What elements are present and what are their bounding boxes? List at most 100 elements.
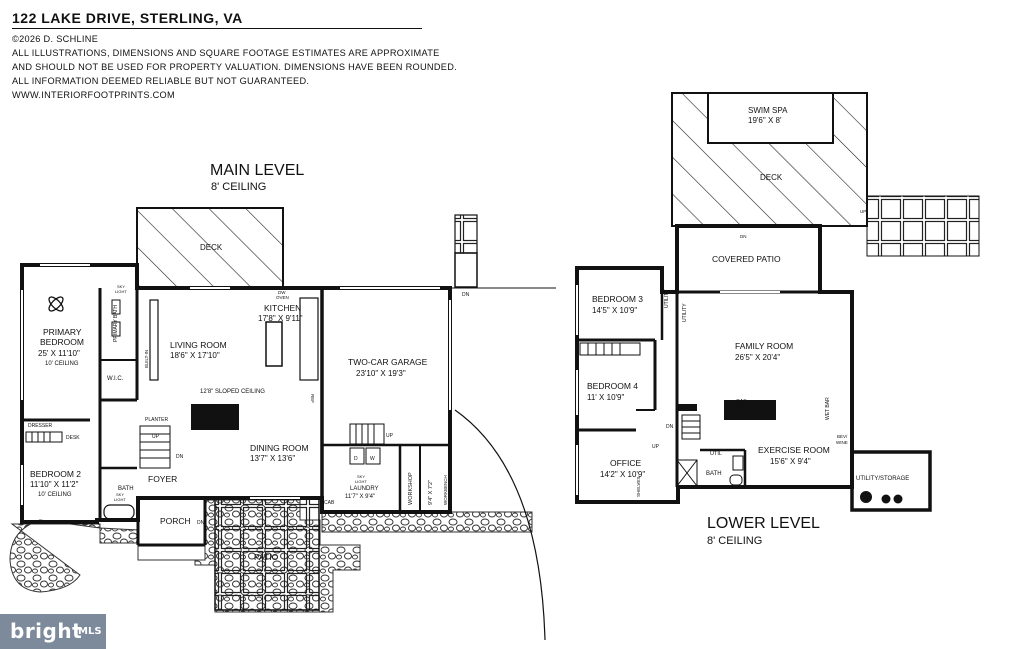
deck-stair-up: UP <box>860 209 866 214</box>
main-patio <box>214 497 320 611</box>
garage-name: TWO-CAR GARAGE <box>348 357 428 367</box>
oven-label: OVEN <box>276 295 289 300</box>
covered-patio-label: COVERED PATIO <box>712 254 781 264</box>
primary-skylight-2: LIGHT <box>115 289 127 294</box>
bedroom-3-dims: 14'5" X 10'9" <box>592 306 637 315</box>
lower-bath-label: BATH <box>706 471 722 477</box>
workbench-label: WORKBENCH <box>443 475 448 505</box>
bedroom-3-name: BEDROOM 3 <box>592 294 643 304</box>
builtin-label: BUILT-IN <box>144 350 149 368</box>
workshop-dims: 9'4" X 7'2" <box>428 480 434 505</box>
lower-stair-up: UP <box>652 444 660 450</box>
main-gas-fireplace <box>191 404 239 430</box>
porch-label: PORCH <box>160 516 191 526</box>
family-utility-label: UTILITY <box>682 303 688 322</box>
lower-level-plan <box>575 92 980 512</box>
bedroom-utility-label: UTILITY <box>664 289 670 308</box>
disclaimer-line-3: ALL INFORMATION DEEMED RELIABLE BUT NOT … <box>12 76 310 86</box>
bedroom-4-dims: 11' X 10'9" <box>587 393 624 402</box>
living-room-name: LIVING ROOM <box>170 340 227 350</box>
bright-mls-watermark: bright MLS <box>0 614 106 649</box>
main-level-labels: MAIN LEVEL 8' CEILING DECK KITCHEN 17'8"… <box>28 162 470 562</box>
family-room-dims: 26'5" X 20'4" <box>735 353 780 362</box>
bedroom-2-name: BEDROOM 2 <box>30 469 81 479</box>
primary-ceiling: 10' CEILING <box>45 361 79 367</box>
primary-name-2: BEDROOM <box>40 337 84 347</box>
disclaimer-line-1: ALL ILLUSTRATIONS, DIMENSIONS AND SQUARE… <box>12 48 440 58</box>
shelves-label: SHELVES <box>636 477 641 497</box>
lower-fp-gas: GAS <box>736 399 747 405</box>
bedroom-4-name: BEDROOM 4 <box>587 381 638 391</box>
swim-spa-dims: 19'6" X 8' <box>748 116 782 125</box>
swim-spa <box>707 92 834 144</box>
washer-label: W <box>370 456 375 462</box>
laundry-dims: 11'7" X 9'4" <box>345 494 375 500</box>
bedroom-2-ceiling: 10' CEILING <box>38 492 72 498</box>
office-dims: 14'2" X 10'9" <box>600 470 645 479</box>
dining-room-name: DINING ROOM <box>250 443 309 453</box>
workshop-name: WORKSHOP <box>408 472 414 505</box>
mls-suffix: MLS <box>78 626 102 637</box>
laundry-skylight-2: LIGHT <box>355 479 367 484</box>
ref-label: REF <box>310 394 315 403</box>
bedroom-2-dims: 11'10" X 11'2" <box>30 480 79 489</box>
header-rule <box>12 28 422 29</box>
family-room-name: FAMILY ROOM <box>735 341 793 351</box>
main-level-plan <box>9 207 556 641</box>
utility-storage-label: UTILITY/STORAGE <box>856 476 909 482</box>
lower-level-ceiling: 8' CEILING <box>707 535 762 547</box>
property-address: 122 LAKE DRIVE, STERLING, VA <box>12 10 243 26</box>
kitchen-dims: 17'8" X 9'11" <box>258 314 303 323</box>
util-label: UTIL <box>710 451 722 457</box>
cab-label: CAB <box>324 500 335 506</box>
bright-brand: bright <box>10 619 83 643</box>
primary-bath-label: PRIMARY BATH <box>113 305 119 342</box>
primary-name-1: PRIMARY <box>43 327 82 337</box>
lower-level-title: LOWER LEVEL <box>707 515 820 532</box>
lower-deck <box>671 92 868 227</box>
desk-label: DESK <box>66 435 80 441</box>
laundry-name: LAUNDRY <box>350 486 379 492</box>
exercise-room-dims: 15'6" X 9'4" <box>770 457 811 466</box>
patio-label: PATIO <box>254 552 279 562</box>
garage-stair-up: UP <box>386 433 394 439</box>
primary-dims: 25' X 11'10" <box>38 349 80 358</box>
wic-label: W.I.C. <box>107 376 124 382</box>
dining-room-dims: 13'7" X 13'6" <box>250 454 295 463</box>
swim-spa-name: SWIM SPA <box>748 106 788 115</box>
lower-fp-fp: FP <box>738 405 745 411</box>
bath-skylight-2: LIGHT <box>114 497 126 502</box>
main-deck-label: DECK <box>200 243 223 252</box>
bev-label: BEV/ <box>837 434 848 439</box>
main-bath-label: BATH <box>118 486 134 492</box>
laundry-skylight-1: SKY <box>357 474 365 479</box>
exterior-stair-dn: DN <box>462 292 470 298</box>
main-stair-dn: DN <box>176 454 184 460</box>
lower-deck-label: DECK <box>760 173 783 182</box>
planter-label: PLANTER <box>145 417 168 423</box>
foyer-label: FOYER <box>148 474 177 484</box>
main-level-title: MAIN LEVEL <box>210 162 304 179</box>
dryer-label: D <box>354 456 358 462</box>
porch-stair-dn: DN <box>197 520 205 526</box>
lower-level-labels: LOWER LEVEL 8' CEILING SWIM SPA 19'6" X … <box>587 106 909 547</box>
disclaimer-line-2: AND SHOULD NOT BE USED FOR PROPERTY VALU… <box>12 62 457 72</box>
main-fp-fp: FP <box>203 410 210 416</box>
main-stair-up: UP <box>152 434 160 440</box>
lower-stair-dn: DN <box>666 424 674 430</box>
lower-gas-fireplace <box>724 400 776 420</box>
website: WWW.INTERIORFOOTPRINTS.COM <box>12 90 175 100</box>
bath-skylight-1: SKY <box>116 492 124 497</box>
wet-bar-label: WET BAR <box>825 397 831 420</box>
office-name: OFFICE <box>610 458 641 468</box>
main-level-ceiling: 8' CEILING <box>211 181 266 193</box>
primary-skylight-1: SKY <box>117 284 125 289</box>
sloped-ceiling-note: 12'8" SLOPED CEILING <box>200 389 265 395</box>
kitchen-name: KITCHEN <box>264 303 301 313</box>
exercise-room-name: EXERCISE ROOM <box>758 445 830 455</box>
main-fp-gas: GAS <box>201 404 212 410</box>
living-room-dims: 18'6" X 17'10" <box>170 351 220 360</box>
main-deck <box>136 207 284 289</box>
